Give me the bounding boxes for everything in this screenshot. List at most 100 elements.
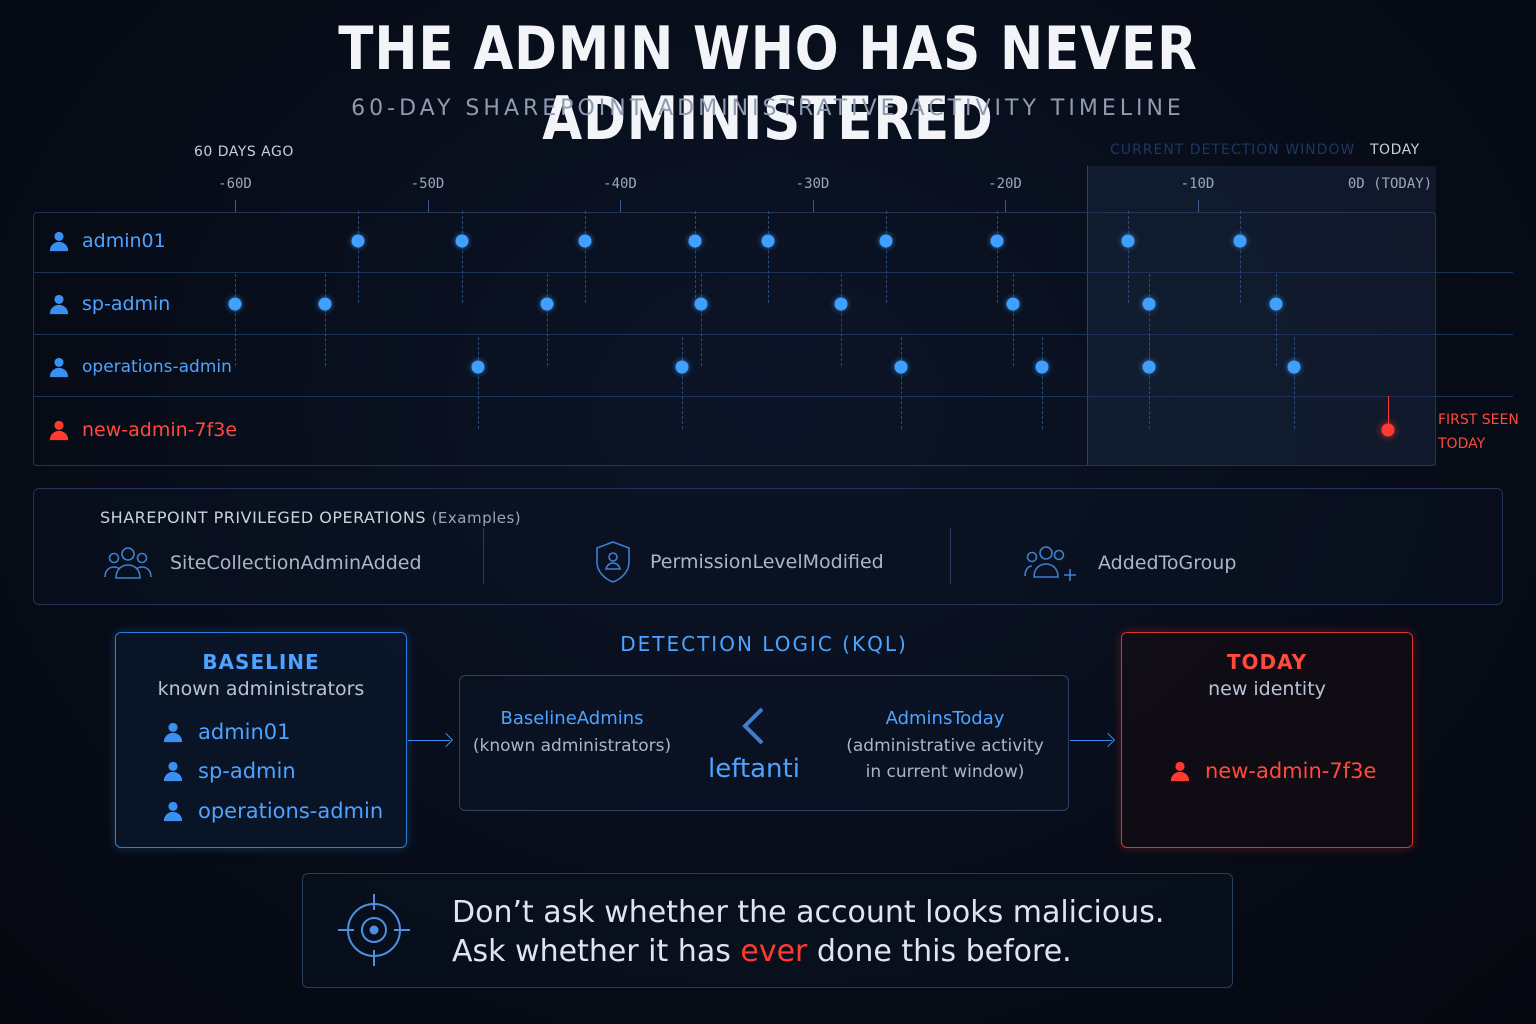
users-add-icon	[1024, 546, 1076, 581]
activity-event-dot	[351, 234, 365, 248]
activity-event-dot	[879, 234, 893, 248]
axis-tick	[620, 200, 621, 212]
timeline-row-label: new-admin-7f3e	[48, 415, 237, 445]
axis-tick-label: -10D	[1180, 176, 1215, 192]
baseline-box	[115, 632, 407, 848]
quote-line1: Don’t ask whether the account looks mali…	[452, 895, 1165, 930]
event-guide-line	[462, 211, 464, 303]
activity-event-dot	[471, 360, 485, 374]
logic-left-desc: (known administrators)	[472, 736, 672, 756]
event-guide-line	[695, 211, 697, 303]
quote-highlight: ever	[740, 934, 808, 969]
user-icon	[49, 294, 69, 315]
event-guide-line	[1276, 274, 1278, 366]
activity-event-dot	[894, 360, 908, 374]
quote-line2: Ask whether it has ever done this before…	[452, 932, 1164, 971]
detection-window-label: CURRENT DETECTION WINDOW	[1110, 142, 1356, 158]
event-guide-line	[1128, 211, 1130, 303]
quote-line2-post: done this before.	[807, 934, 1072, 969]
event-guide-line	[841, 274, 843, 366]
operation-item: SiteCollectionAdminAdded	[104, 544, 422, 582]
page-subtitle: 60-DAY SHAREPOINT ADMINISTRATIVE ACTIVIT…	[351, 96, 1185, 121]
shield-user-icon	[596, 541, 630, 583]
activity-event-dot	[675, 360, 689, 374]
timeline-end-label: TODAY	[1370, 142, 1420, 158]
axis-tick-label: -30D	[795, 176, 830, 192]
quote-box	[302, 873, 1233, 988]
axis-tick	[1197, 200, 1199, 212]
quote-line2-pre: Ask whether it has	[452, 934, 741, 969]
chevron-left-icon	[742, 707, 764, 745]
logic-right: AdminsToday (administrative activity in …	[838, 708, 1052, 785]
event-guide-line	[1041, 337, 1043, 429]
event-guide-line	[358, 211, 360, 303]
baseline-title: BASELINE	[202, 650, 320, 674]
timeline-row-label: admin01	[48, 226, 166, 256]
activity-event-dot	[1233, 234, 1247, 248]
activity-event-dot	[1142, 297, 1156, 311]
timeline-row-label: sp-admin	[48, 289, 170, 319]
axis-tick-label: -40D	[603, 176, 637, 192]
page-title: THE ADMIN WHO HAS NEVER ADMINISTERED	[338, 14, 1198, 154]
logic-right-desc-line1: (administrative activity	[846, 736, 1044, 756]
event-guide-line	[885, 211, 887, 303]
timeline-row-name: sp-admin	[82, 293, 171, 315]
event-guide-line	[700, 274, 702, 366]
event-guide-line	[325, 274, 327, 366]
activity-event-dot	[1142, 360, 1156, 374]
first-seen-label: FIRST SEEN TODAY	[1438, 408, 1519, 456]
event-guide-line	[997, 211, 999, 303]
logic-box	[459, 675, 1069, 811]
operation-label: PermissionLevelModified	[650, 551, 884, 573]
operation-item: PermissionLevelModified	[594, 540, 884, 584]
row-divider	[33, 334, 1513, 335]
event-guide-line	[1293, 337, 1295, 429]
logic-right-desc: (administrative activity in current wind…	[838, 733, 1052, 785]
activity-event-dot	[578, 234, 592, 248]
users-group-icon	[104, 547, 152, 579]
event-guide-line	[1149, 274, 1151, 366]
row-divider	[33, 272, 1513, 273]
event-guide-line	[546, 274, 548, 366]
activity-event-dot	[761, 234, 775, 248]
divider	[950, 528, 951, 584]
row-divider	[33, 396, 1513, 397]
activity-event-dot	[1006, 297, 1020, 311]
user-icon	[163, 801, 183, 822]
user-icon	[49, 357, 69, 378]
event-guide-line	[1012, 274, 1014, 366]
today-title: TODAY	[1226, 650, 1308, 674]
arrow-right-icon	[1070, 740, 1112, 741]
baseline-member-name: admin01	[198, 720, 291, 744]
activity-event-dot	[540, 297, 554, 311]
activity-event-dot	[990, 234, 1004, 248]
logic-title: DETECTION LOGIC (KQL)	[620, 632, 908, 656]
activity-event-dot	[694, 297, 708, 311]
timeline-row-name: operations-admin	[82, 357, 232, 377]
today-subtitle: new identity	[1208, 678, 1326, 700]
axis-tick-label: -60D	[218, 176, 252, 192]
operations-title-text: SHAREPOINT PRIVILEGED OPERATIONS	[100, 508, 426, 527]
activity-event-dot	[1287, 360, 1301, 374]
event-guide-line	[681, 337, 683, 429]
event-guide-line	[1149, 337, 1151, 429]
user-icon	[163, 722, 183, 743]
axis-tick-label: -50D	[410, 176, 445, 192]
operations-title: SHAREPOINT PRIVILEGED OPERATIONS (Exampl…	[100, 508, 521, 527]
event-guide-line	[1388, 396, 1390, 424]
event-guide-line	[477, 337, 479, 429]
divider	[483, 528, 484, 584]
timeline-frame	[33, 212, 1436, 466]
axis-tick	[812, 200, 814, 212]
today-member: new-admin-7f3e	[1169, 759, 1376, 783]
arrow-right-icon	[408, 740, 450, 741]
axis-tick	[235, 200, 236, 212]
logic-right-name: AdminsToday	[885, 708, 1005, 729]
activity-event-dot	[834, 297, 848, 311]
timeline-start-label: 60 DAYS AGO	[194, 144, 294, 160]
activity-event-dot	[688, 234, 702, 248]
logic-left: BaselineAdmins (known administrators)	[470, 708, 674, 759]
axis-tick-label: -20D	[988, 176, 1022, 192]
today-member-name: new-admin-7f3e	[1205, 759, 1377, 783]
user-icon	[49, 420, 69, 441]
